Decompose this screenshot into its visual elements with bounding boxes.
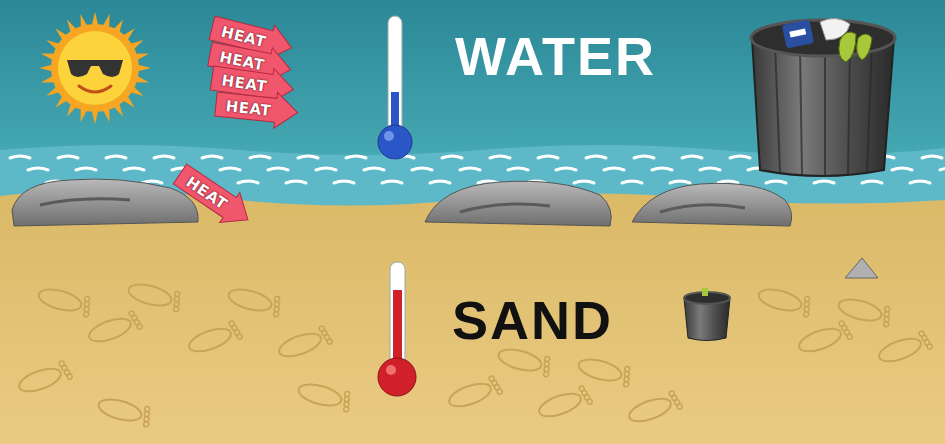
wave-stroke <box>382 181 402 183</box>
wave-stroke <box>364 168 384 170</box>
footprint <box>836 294 893 327</box>
wave-stroke <box>910 181 930 183</box>
footprint <box>446 374 503 411</box>
rock <box>425 181 611 226</box>
wave-stroke <box>298 156 318 158</box>
sunglasses <box>67 60 123 77</box>
footprint <box>276 324 333 361</box>
footprints <box>16 279 933 427</box>
footprint <box>626 389 683 426</box>
small-rock <box>845 258 878 278</box>
footprint <box>876 329 933 366</box>
footprint <box>126 279 183 312</box>
wave-stroke <box>430 181 450 183</box>
wave-stroke <box>922 156 942 158</box>
wave-stroke <box>460 168 480 170</box>
water-thermometer <box>378 16 412 159</box>
rock-shade <box>460 204 550 212</box>
sand-label: SAND <box>452 290 613 350</box>
footprint <box>96 394 153 427</box>
wave-stroke <box>442 156 462 158</box>
sand <box>0 178 945 444</box>
footprint <box>576 354 633 387</box>
wave-stroke <box>670 181 690 183</box>
arrow-body <box>214 86 299 130</box>
footprint <box>796 319 853 356</box>
wave-stroke <box>316 168 336 170</box>
wave-stroke <box>622 181 642 183</box>
trash-can <box>751 18 895 176</box>
rock-shade <box>40 199 130 205</box>
footprint <box>186 319 243 356</box>
wave-stroke <box>268 168 288 170</box>
wave-stroke <box>28 168 48 170</box>
wave-stroke <box>538 156 558 158</box>
sun <box>39 12 151 124</box>
water-label: WATER <box>455 26 656 86</box>
wave-stroke <box>730 156 750 158</box>
wave-stroke <box>862 181 882 183</box>
wave-stroke <box>346 156 366 158</box>
wave-stroke <box>58 156 78 158</box>
wave-stroke <box>412 168 432 170</box>
wave-stroke <box>556 168 576 170</box>
wave-stroke <box>250 156 270 158</box>
footprint <box>86 309 143 346</box>
wave-stroke <box>652 168 672 170</box>
wave-stroke <box>490 156 510 158</box>
heat-arrow: HEAT <box>215 90 299 126</box>
wave-stroke <box>604 168 624 170</box>
smile <box>79 86 111 92</box>
small-trash-can <box>684 288 730 341</box>
wave-stroke <box>766 181 786 183</box>
wave-stroke <box>220 168 240 170</box>
wave-stroke <box>700 168 720 170</box>
wave-stroke <box>202 156 222 158</box>
wave-stroke <box>286 181 306 183</box>
wave-stroke <box>106 156 126 158</box>
wave-stroke <box>508 168 528 170</box>
wave-stroke <box>892 168 912 170</box>
footprint <box>226 284 283 317</box>
rock-shade <box>660 205 745 212</box>
wave-stroke <box>334 181 354 183</box>
wave-stroke <box>940 168 945 170</box>
wave-stroke <box>574 181 594 183</box>
sun-face <box>58 31 132 105</box>
arrow-body <box>170 159 258 235</box>
footprint <box>36 284 93 317</box>
footprint <box>16 359 73 396</box>
wave-stroke <box>154 156 174 158</box>
wave-stroke <box>586 156 606 158</box>
wave-stroke <box>718 181 738 183</box>
sand-thermometer <box>378 262 416 396</box>
wave-stroke <box>10 156 30 158</box>
footprint <box>296 379 353 412</box>
wave-stroke <box>682 156 702 158</box>
heat-arrow: HEAT <box>172 162 256 231</box>
wave-stroke <box>124 168 144 170</box>
wave-stroke <box>814 181 834 183</box>
wave-stroke <box>238 181 258 183</box>
wave-stroke <box>76 168 96 170</box>
footprint <box>536 384 593 421</box>
rock <box>632 183 792 226</box>
sun-rim <box>51 24 139 112</box>
rock <box>12 179 198 226</box>
wave-stroke <box>634 156 654 158</box>
footprint <box>756 284 813 317</box>
